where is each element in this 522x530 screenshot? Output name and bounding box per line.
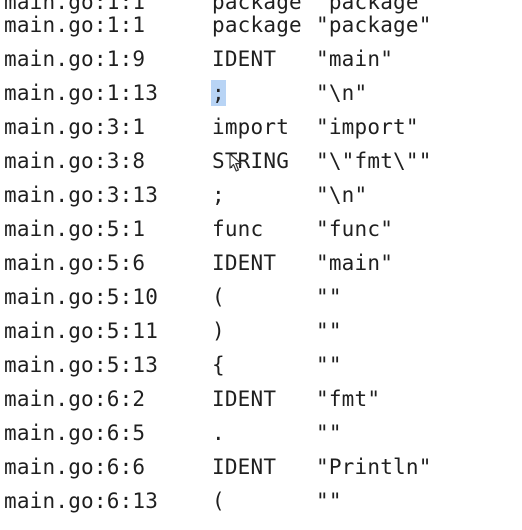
token-kind: . <box>212 421 225 445</box>
token-literal: "\n" <box>316 81 368 105</box>
token-literal: "package" <box>316 13 432 37</box>
token-row: main.go:5:6 IDENT "main" <box>0 246 522 280</box>
token-kind: package <box>212 0 302 14</box>
token-row: main.go:3:13 ; "\n" <box>0 178 522 212</box>
token-position: main.go:5:13 <box>4 353 159 377</box>
token-kind: STRING <box>212 149 290 173</box>
partial-top-row: main.go:1:1 package "package" <box>0 0 522 14</box>
token-position: main.go:5:11 <box>4 319 159 343</box>
token-kind: IDENT <box>212 387 277 411</box>
token-row: main.go:6:2 IDENT "fmt" <box>0 382 522 416</box>
token-literal: "main" <box>316 47 394 71</box>
token-row: main.go:6:6 IDENT "Println" <box>0 450 522 484</box>
token-row: main.go:5:1 func "func" <box>0 212 522 246</box>
token-position: main.go:6:5 <box>4 421 146 445</box>
token-kind: { <box>212 353 225 377</box>
token-position: main.go:6:2 <box>4 387 146 411</box>
token-row: main.go:5:11 ) "" <box>0 314 522 348</box>
token-kind: ) <box>212 319 225 343</box>
token-row: main.go:1:9 IDENT "main" <box>0 42 522 76</box>
token-kind: ( <box>212 489 225 513</box>
token-position: main.go:6:6 <box>4 455 146 479</box>
token-literal: "main" <box>316 251 394 275</box>
token-literal: "" <box>316 421 342 445</box>
token-literal: "package" <box>316 0 432 14</box>
token-position: main.go:3:1 <box>4 115 146 139</box>
token-literal: "" <box>316 489 342 513</box>
token-literal: "" <box>316 319 342 343</box>
token-row: main.go:6:5 . "" <box>0 416 522 450</box>
token-kind: IDENT <box>212 47 277 71</box>
token-row: main.go:6:13 ( "" <box>0 484 522 518</box>
token-position: main.go:1:1 <box>4 13 146 37</box>
token-row: main.go:5:13 { "" <box>0 348 522 382</box>
token-row: main.go:3:1 import "import" <box>0 110 522 144</box>
token-kind: package <box>212 13 302 37</box>
token-literal: "" <box>316 353 342 377</box>
token-kind: func <box>212 217 264 241</box>
token-position: main.go:1:1 <box>4 0 146 14</box>
token-row: main.go:1:1 package "package" <box>0 8 522 42</box>
token-kind: import <box>212 115 290 139</box>
token-row: main.go:1:13 ; "\n" <box>0 76 522 110</box>
token-row: main.go:3:8 STRING "\"fmt\"" <box>0 144 522 178</box>
token-kind: ; <box>212 183 225 207</box>
token-literal: "\n" <box>316 183 368 207</box>
token-literal: "fmt" <box>316 387 381 411</box>
token-row: main.go:5:10 ( "" <box>0 280 522 314</box>
token-literal: "" <box>316 285 342 309</box>
token-position: main.go:5:6 <box>4 251 146 275</box>
token-position: main.go:6:13 <box>4 489 159 513</box>
token-literal: "Println" <box>316 455 432 479</box>
token-position: main.go:1:13 <box>4 81 159 105</box>
token-kind: IDENT <box>212 251 277 275</box>
token-position: main.go:1:9 <box>4 47 146 71</box>
selected-token-kind[interactable]: ; <box>211 80 226 106</box>
token-position: main.go:3:8 <box>4 149 146 173</box>
token-literal: "func" <box>316 217 394 241</box>
token-literal: "\"fmt\"" <box>316 149 432 173</box>
token-list: main.go:1:1 package "package" main.go:1:… <box>0 8 522 518</box>
token-position: main.go:5:10 <box>4 285 159 309</box>
token-position: main.go:3:13 <box>4 183 159 207</box>
token-literal: "import" <box>316 115 419 139</box>
token-kind: IDENT <box>212 455 277 479</box>
token-position: main.go:5:1 <box>4 217 146 241</box>
token-kind: ( <box>212 285 225 309</box>
